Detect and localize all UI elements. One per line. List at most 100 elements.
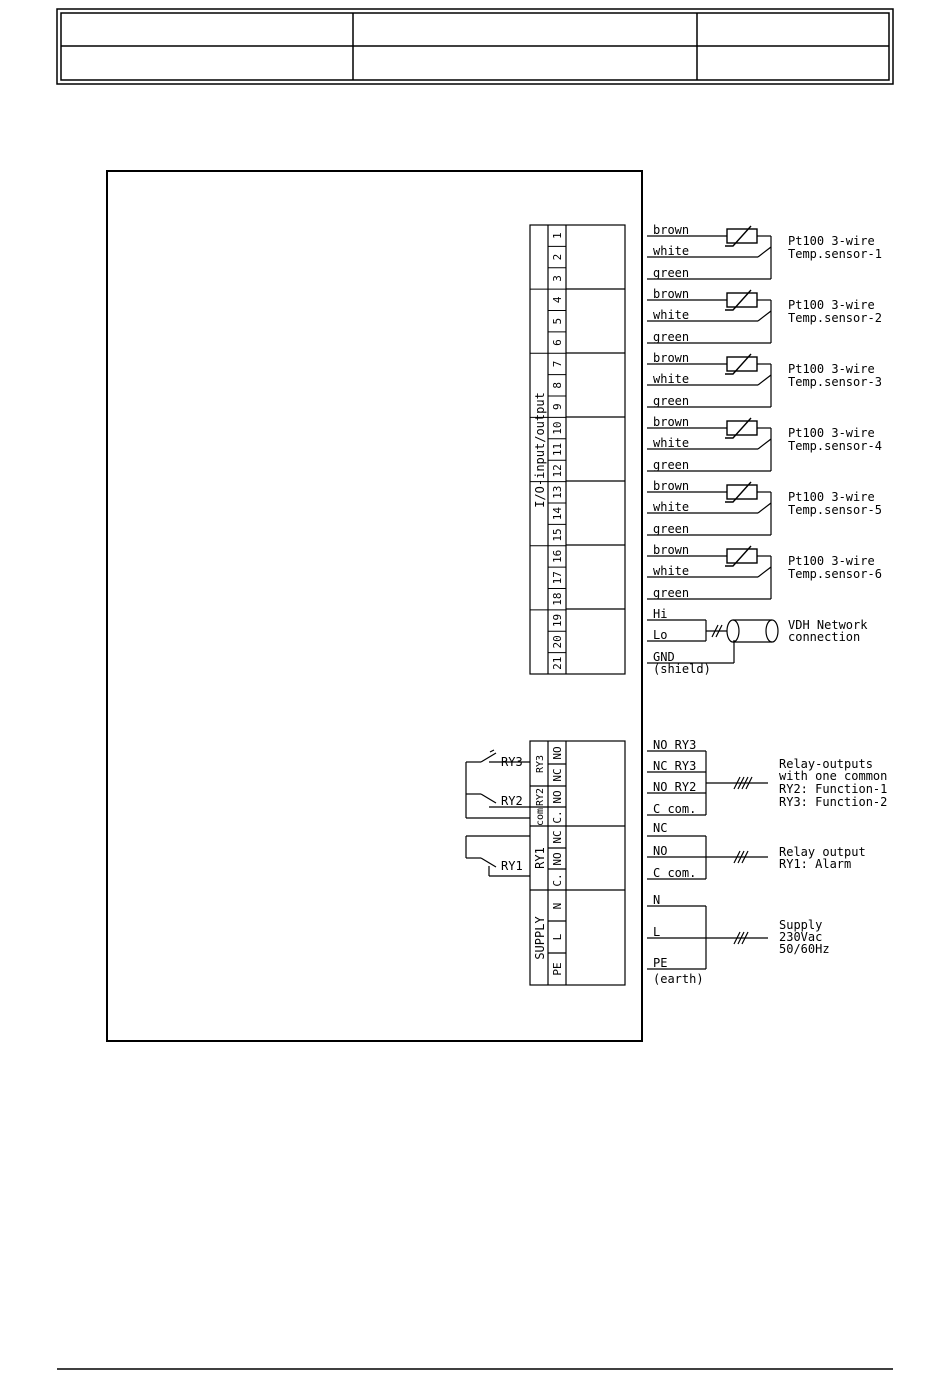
relay-term-no-ry2: NO [551,790,564,803]
wire-label-green: green [653,458,689,472]
terminal-number: 8 [551,382,564,389]
network-shield: (shield) [653,662,711,676]
wire-label-brown: brown [653,479,689,493]
sensor-type: Pt100 3-wire [788,298,875,312]
terminal-number: 18 [551,593,564,606]
supply-group: SUPPLY [533,916,547,960]
device-enclosure [106,170,643,1042]
terminal-number: 21 [551,657,564,670]
rtd-sensor-icon [725,481,758,503]
terminal-number: 16 [551,550,564,563]
contact-label-ry2: RY2 [501,794,523,808]
supply-desc-2: 230Vac [779,930,822,944]
relay-group-ry3: RY3 [535,755,546,773]
sensor-type: Pt100 3-wire [788,426,875,440]
wire-c-com-ry1: C com. [653,866,696,880]
wire-label-brown: brown [653,287,689,301]
relay-term-c-ry1: C. [551,873,564,886]
sensor-type: Pt100 3-wire [788,490,875,504]
terminal-number: 19 [551,614,564,627]
wire-nc-ry3: NC RY3 [653,759,696,773]
wire-label-brown: brown [653,351,689,365]
sensor-wires [647,363,772,408]
sensor-name: Temp.sensor-5 [788,503,882,517]
terminal-number: 4 [551,296,564,303]
sensor-name: Temp.sensor-4 [788,439,882,453]
rtd-sensor-icon [725,225,758,247]
relay-desc-2: with one common [779,769,887,783]
wire-nc-ry1: NC [653,821,667,835]
wire-no-ry2: NO RY2 [653,780,696,794]
wire-label-white: white [653,244,689,258]
wire-label-green: green [653,394,689,408]
network-desc-2: connection [788,630,860,644]
wire-l: L [653,925,660,939]
wire-label-green: green [653,266,689,280]
terminal-number: 20 [551,635,564,648]
wire-label-brown: brown [653,223,689,237]
sensor-wires [647,491,772,536]
alarm-desc-1: Relay output [779,845,866,859]
io-terminal-strip [529,224,626,675]
terminal-number: 12 [551,464,564,477]
sensor-wires [647,427,772,472]
rtd-sensor-icon [725,289,758,311]
supply-term-n: N [551,903,564,910]
terminal-number: 10 [551,421,564,434]
wire-no-ry3: NO RY3 [653,738,696,752]
relay-group-com: com [535,808,546,826]
sensor-name: Temp.sensor-2 [788,311,882,325]
wire-label-green: green [653,522,689,536]
wire-label-green: green [653,586,689,600]
terminal-number: 3 [551,275,564,282]
relay-desc-3: RY2: Function-1 [779,782,887,796]
terminal-number: 17 [551,571,564,584]
rtd-sensor-icon [725,353,758,375]
relay-term-c-com: C. [551,810,564,823]
relay-output-wiring [647,750,768,970]
sensor-name: Temp.sensor-3 [788,375,882,389]
contact-label-ry1: RY1 [501,859,523,873]
supply-term-l: L [551,933,564,940]
wire-c-com: C com. [653,802,696,816]
title-block [56,8,894,85]
io-label: I/O-input/output [533,392,547,508]
wire-label-green: green [653,330,689,344]
wire-label-white: white [653,436,689,450]
terminal-number: 13 [551,486,564,499]
rtd-sensor-icon [725,545,758,567]
network-gnd: GND [653,650,675,664]
relay-desc-4: RY3: Function-2 [779,795,887,809]
relay-term-no-ry1: NO [551,852,564,865]
network-cable-icon [726,619,779,643]
supply-desc-3: 50/60Hz [779,942,830,956]
terminal-number: 11 [551,443,564,456]
terminal-number: 14 [551,507,564,521]
sensor-wires [647,555,772,600]
wire-earth: (earth) [653,972,704,986]
rtd-sensor-icon [725,417,758,439]
relay-term-nc-ry1: NC [551,830,564,843]
wire-label-white: white [653,308,689,322]
wire-pe: PE [653,956,667,970]
supply-desc-1: Supply [779,918,822,932]
wire-label-white: white [653,500,689,514]
terminal-number: 6 [551,339,564,346]
relay-group-ry2: RY2 [535,788,546,806]
relay-term-nc-ry3: NC [551,768,564,781]
network-lo: Lo [653,628,667,642]
relay-term-no-ry3: NO [551,746,564,759]
sensor-name: Temp.sensor-1 [788,247,882,261]
alarm-desc-2: RY1: Alarm [779,857,851,871]
relay-terminal-block [529,740,626,986]
relay-contacts [465,749,530,877]
relay-desc-1: Relay-outputs [779,757,873,771]
wire-label-brown: brown [653,415,689,429]
wire-label-white: white [653,564,689,578]
